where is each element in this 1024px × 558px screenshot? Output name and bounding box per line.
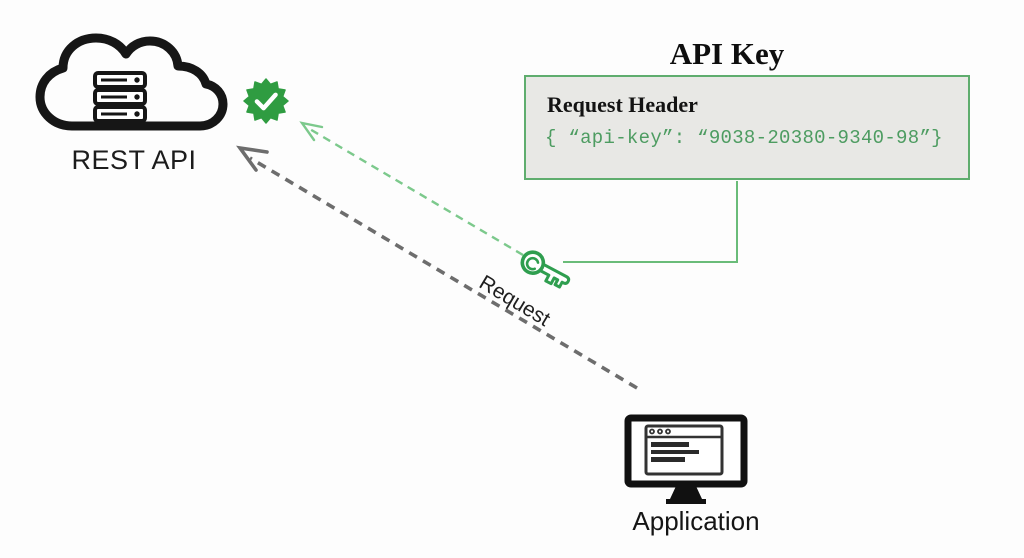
browser-window <box>644 424 724 476</box>
key-icon <box>520 250 571 289</box>
verified-check-badge-icon <box>243 78 289 124</box>
api-key-title: API Key <box>669 36 785 71</box>
rest-api-label: REST API <box>71 145 197 175</box>
request-header-label: Request Header <box>547 92 698 117</box>
server-stack <box>93 71 147 123</box>
badge-seal <box>243 78 289 124</box>
monitor-stand <box>670 484 702 499</box>
request-arrowhead <box>236 145 269 172</box>
key-arrowhead <box>299 121 324 142</box>
api-key-code: { “api-key”: “9038-20380-9340-98”} <box>545 127 943 149</box>
key-shaft <box>537 262 571 289</box>
monitor-icon <box>624 414 748 504</box>
request-header-panel: Request Header { “api-key”: “9038-20380-… <box>524 75 970 180</box>
key-arrow-line <box>307 126 524 257</box>
panel-key-connector <box>563 181 738 263</box>
cloud-outline <box>35 33 228 131</box>
badge-check-mark <box>254 92 278 111</box>
cloud-server-icon <box>35 33 228 131</box>
request-arrow-line <box>249 156 638 390</box>
key-head-spiral <box>525 256 540 271</box>
application-label: Application <box>632 506 760 536</box>
monitor-base <box>666 499 706 504</box>
